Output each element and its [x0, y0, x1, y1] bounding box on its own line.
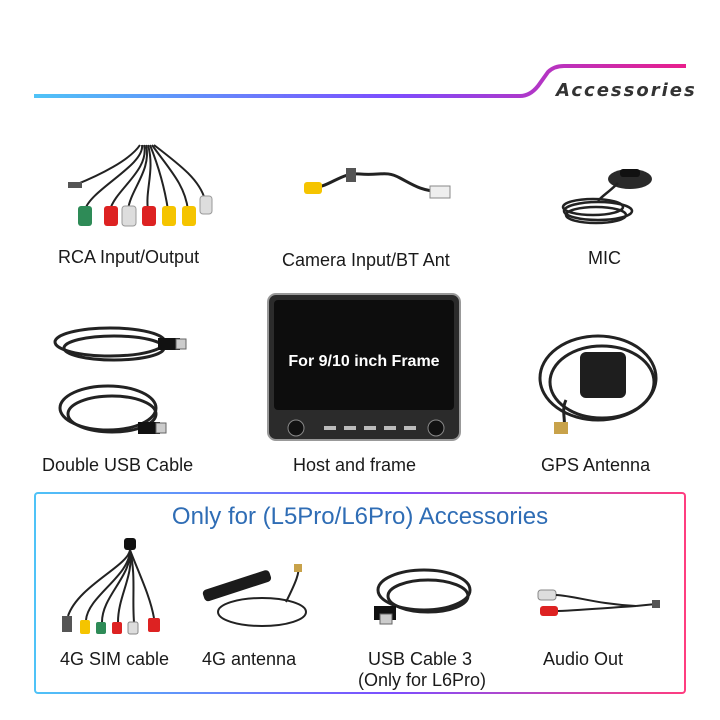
- section-title: Accessories: [556, 80, 697, 101]
- rca-cable-icon: [68, 144, 213, 227]
- pro-label-antenna: 4G antenna: [202, 649, 297, 669]
- host-screen-text: For 9/10 inch Frame: [288, 353, 439, 370]
- pro-label-audio: Audio Out: [543, 649, 624, 669]
- header-line: [34, 64, 686, 98]
- head-unit-icon: For 9/10 inch Frame: [267, 293, 461, 441]
- audio-out-cable-icon: [537, 589, 660, 616]
- accessory-label-host: Host and frame: [293, 455, 417, 475]
- accessory-label-rca: RCA Input/Output: [58, 247, 200, 267]
- accessory-label-camera: Camera Input/BT Ant: [282, 250, 450, 270]
- pro-label-sim: 4G SIM cable: [60, 649, 170, 669]
- sim-harness-icon: [62, 538, 160, 635]
- pro-section-title: Only for (L5Pro/L6Pro) Accessories: [171, 503, 549, 530]
- pro-label-usb3-note: (Only for L6Pro): [358, 670, 487, 690]
- camera-cable-icon: [304, 168, 451, 199]
- usb-cable-icon: [374, 568, 472, 625]
- pro-accessories-box: [34, 492, 686, 694]
- pro-label-usb3: USB Cable 3: [368, 649, 473, 669]
- accessory-label-gps: GPS Antenna: [541, 455, 651, 475]
- usb-cable-icon: [53, 326, 187, 434]
- accessory-label-usb: Double USB Cable: [42, 455, 194, 475]
- lte-antenna-icon: [202, 564, 307, 627]
- gps-antenna-icon: [538, 334, 658, 434]
- microphone-icon: [561, 169, 652, 225]
- accessory-label-mic: MIC: [588, 248, 621, 268]
